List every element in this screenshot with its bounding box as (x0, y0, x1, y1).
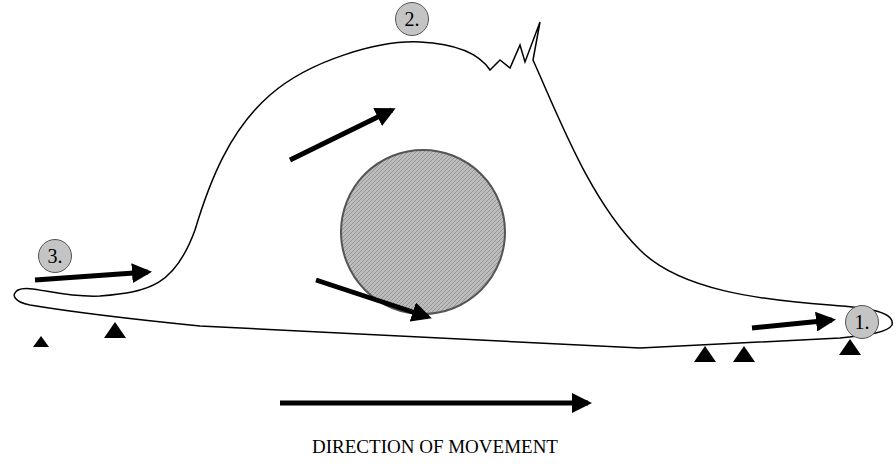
callout-number: 1. (855, 312, 870, 332)
cell-outline (14, 22, 892, 348)
callout-circle: 2. (395, 2, 429, 36)
nucleus (341, 150, 505, 314)
callout-circle: 3. (38, 239, 72, 273)
callout-number: 3. (48, 246, 63, 266)
callout-circle: 1. (845, 305, 879, 339)
callout-number: 2. (405, 9, 420, 29)
flow-arrows (35, 110, 832, 403)
adhesion-triangles (33, 322, 861, 362)
direction-label: DIRECTION OF MOVEMENT (312, 437, 558, 458)
